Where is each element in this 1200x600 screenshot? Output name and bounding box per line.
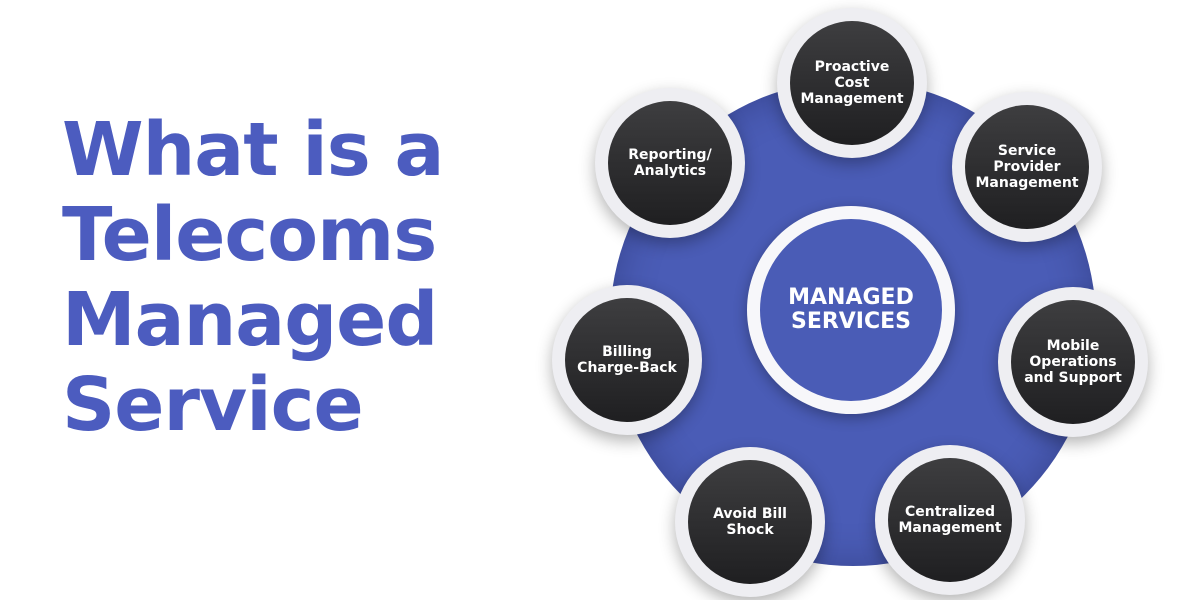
node-label: and Support [1024,370,1122,386]
node-label: Analytics [633,163,707,179]
node-label: Management [800,91,904,107]
hub-label: MANAGED [788,285,914,310]
node-label: Shock [726,522,774,538]
title-line: Managed [62,277,438,363]
node-reporting-analytics: Reporting/Analytics [595,88,745,238]
node-label: Service [997,143,1057,159]
node-label: Centralized [904,504,996,520]
node-label: Mobile [1046,338,1100,354]
node-label: Provider [993,159,1061,175]
title-line: Service [62,362,364,448]
node-label: Operations [1029,354,1117,370]
node-label: Charge-Back [577,360,677,376]
title-line: Telecoms [62,192,437,278]
hub-circle: MANAGED SERVICES [747,206,955,414]
title-line: What is a [62,107,444,193]
node-label: Cost [834,75,870,91]
node-label: Avoid Bill [713,506,787,522]
node-label: Billing [602,344,652,360]
node-label: Management [898,520,1002,536]
hub-label: SERVICES [790,309,912,334]
node-label: Management [975,175,1079,191]
page-title: What is a Telecoms Managed Service [62,108,444,448]
node-label: Reporting/ [628,147,712,163]
node-label: Proactive [814,59,890,75]
